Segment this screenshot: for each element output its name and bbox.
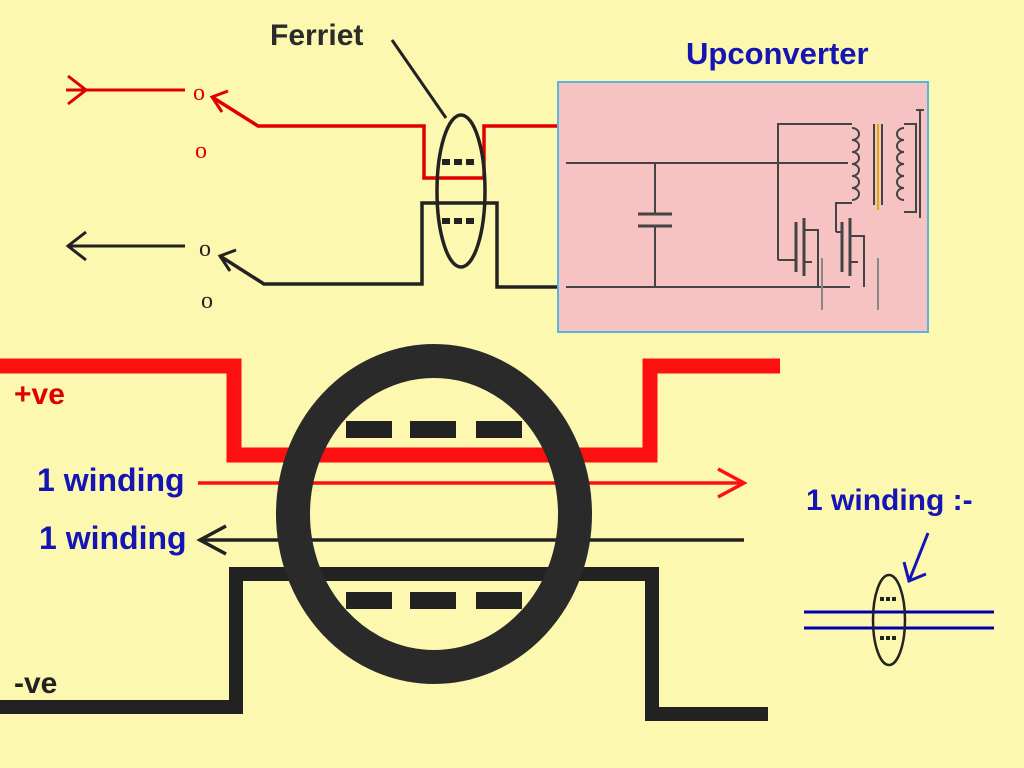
ferriet-label: Ferriet (270, 19, 363, 52)
capacitor-icon (638, 163, 672, 287)
pointer-arrow-icon (902, 532, 930, 584)
mosfet-icon (778, 218, 823, 310)
ferrite-dash (410, 421, 456, 438)
ferrite-core-icon (435, 113, 487, 269)
switch-contact-top-2: o (195, 138, 207, 164)
return-winding-label: 1 winding (39, 520, 187, 556)
switch-contact-top-1: o (193, 80, 205, 106)
ferrite-dash (346, 421, 392, 438)
output-arrow-black (65, 230, 185, 262)
ferrite-core-small-icon (871, 573, 907, 667)
forward-winding-label: 1 winding (37, 462, 185, 498)
ferriet-leader-line (390, 39, 448, 119)
switch-contact-bottom-1: o (199, 236, 211, 262)
top-schematic: o o o o Ferriet (65, 19, 929, 333)
switch-contact-bottom-2: o (201, 288, 213, 314)
ferrite-dash (476, 421, 522, 438)
mosfet-icon (836, 218, 879, 310)
upconverter-label: Upconverter (686, 36, 869, 71)
one-winding-note: 1 winding :- (806, 484, 973, 517)
ferrite-dash (476, 592, 522, 609)
input-arrow-red (66, 74, 185, 106)
ferrite-dash (346, 592, 392, 609)
transformer-icon (851, 109, 924, 218)
negative-conductor (0, 567, 768, 721)
enlarged-ferrite-view: +ve -ve 1 winding 1 winding (0, 344, 780, 721)
one-winding-inset: 1 winding :- (804, 484, 994, 667)
switch-lever-red (209, 89, 558, 180)
switch-lever-black (217, 201, 558, 289)
positive-label: +ve (14, 378, 65, 411)
ferrite-dash (410, 592, 456, 609)
positive-conductor (0, 358, 780, 463)
ferrite-core-large (276, 344, 592, 684)
negative-label: -ve (14, 667, 57, 700)
upconverter-block (557, 81, 929, 333)
